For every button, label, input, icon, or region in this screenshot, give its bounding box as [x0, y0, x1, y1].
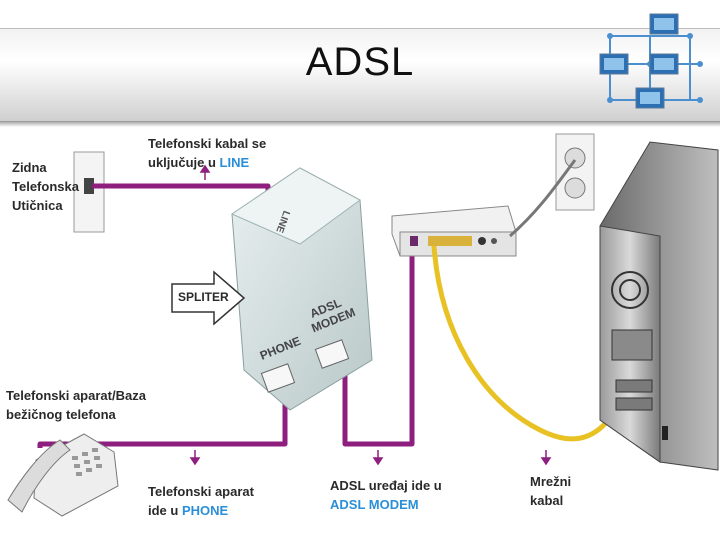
wall-outlet-label: Zidna Telefonska Utičnica: [12, 160, 79, 213]
title-bar: [0, 28, 720, 127]
network-cable-label: Mrežni kabal: [530, 474, 572, 508]
splitter-device: [230, 167, 373, 411]
splitter-label: SPLITER: [178, 290, 229, 304]
line-cable-label: Telefonski kabal se uključuje u LINE: [148, 136, 267, 170]
power-outlet-icon: [509, 133, 595, 238]
top-strip: [0, 0, 720, 28]
pc-tower: [599, 141, 719, 471]
phone-base-label: Telefonski aparat/Baza bežičnog telefona: [6, 388, 146, 422]
phone-port-caption: Telefonski aparat ide u PHONE: [148, 484, 254, 518]
slide-title: ADSL: [305, 40, 415, 84]
modem-device: [391, 205, 517, 257]
phone-cable: [37, 380, 288, 448]
adsl-caption: ADSL uređaj ide u ADSL MODEM: [330, 478, 442, 512]
line-cable: [92, 183, 271, 206]
wall-jack-icon: [73, 151, 105, 233]
telephone-icon: [7, 433, 119, 517]
adsl-cable: [342, 236, 415, 447]
splitter-arrow: [171, 270, 246, 326]
